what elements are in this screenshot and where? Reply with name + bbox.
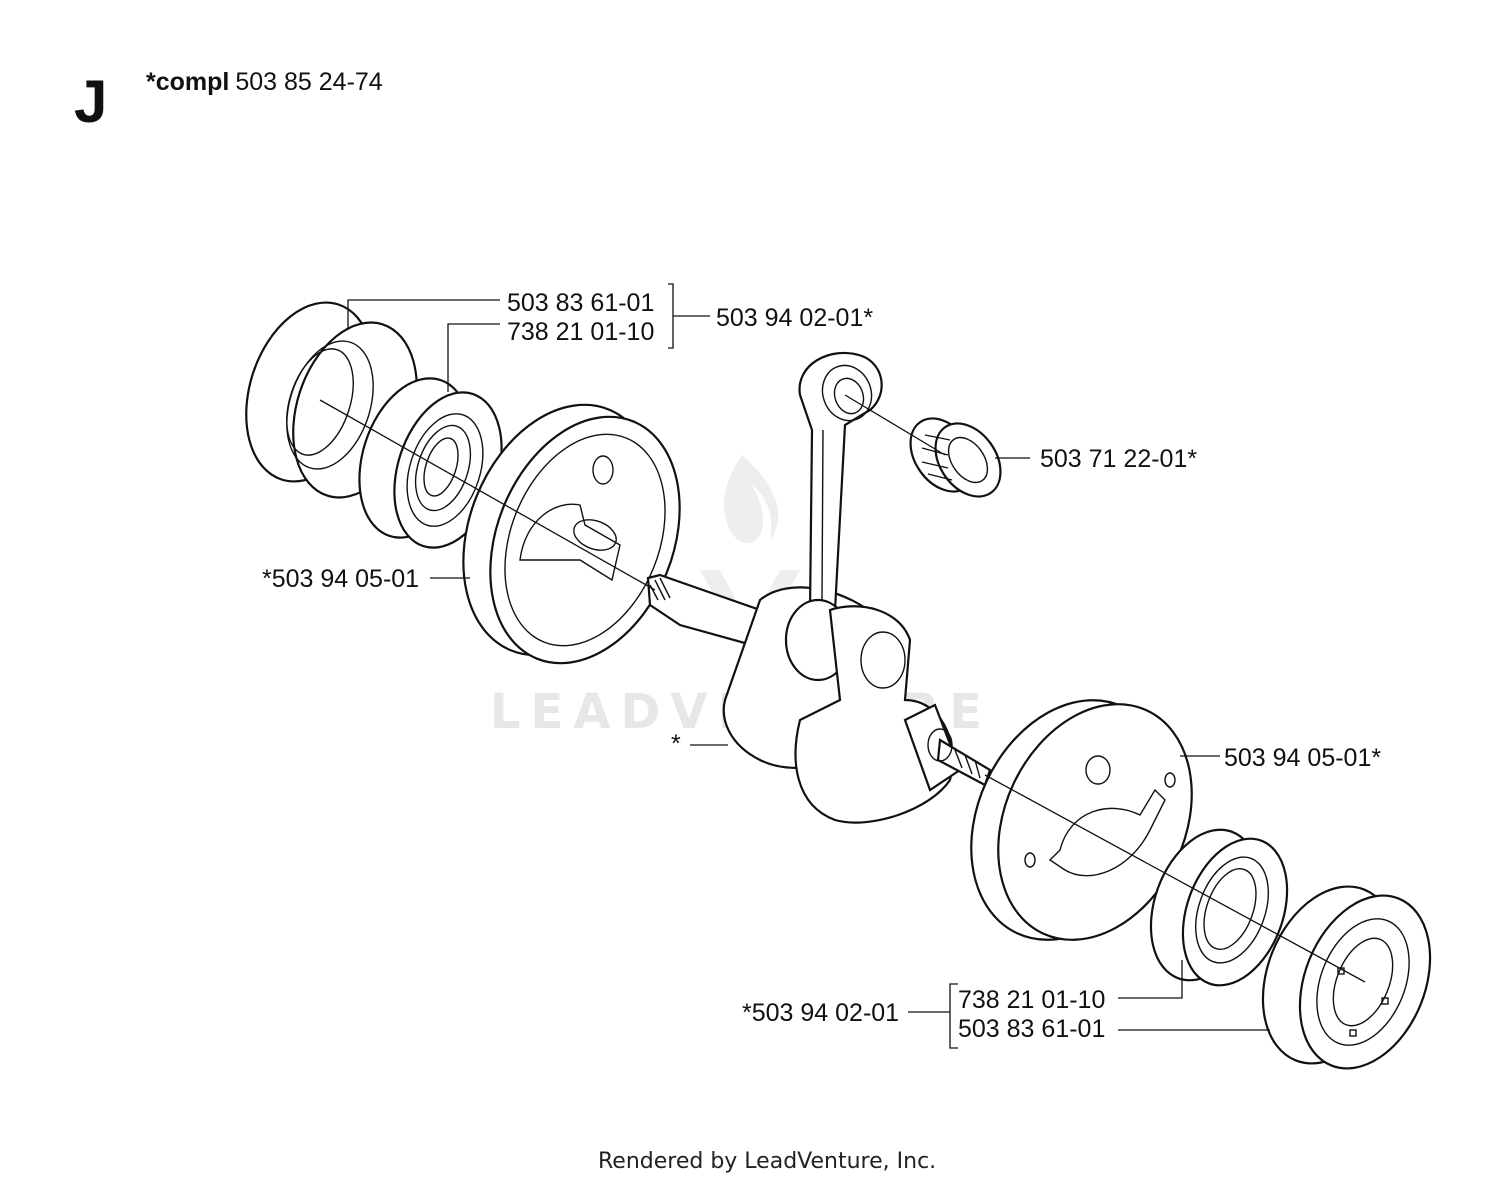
- compl-prefix: *compl: [146, 68, 229, 96]
- compl-number: 503 85 24-74: [235, 68, 382, 96]
- assembly-axis-lines: [319, 394, 1366, 983]
- callout-bearing-ring-bottom[interactable]: 503 83 61-01: [958, 1015, 1105, 1043]
- callout-ball-bearing-top[interactable]: 738 21 01-10: [507, 318, 654, 346]
- flywheel-half-left[interactable]: [428, 376, 715, 692]
- callout-flywheel-half-right[interactable]: 503 94 05-01*: [1224, 744, 1381, 772]
- crankshaft[interactable]: [646, 351, 992, 824]
- callout-ball-bearing-bottom[interactable]: 738 21 01-10: [958, 986, 1105, 1014]
- footer-credit: Rendered by LeadVenture, Inc.: [598, 1149, 936, 1174]
- callout-flywheel-half-left[interactable]: *503 94 05-01: [262, 565, 419, 593]
- section-letter: J: [74, 68, 107, 135]
- callout-bearing-kit-top[interactable]: 503 94 02-01*: [716, 304, 873, 332]
- leader-lines: [347, 283, 1270, 1049]
- callout-crankshaft[interactable]: *: [671, 730, 681, 758]
- ball-bearing-bottom[interactable]: [1131, 815, 1306, 1000]
- needle-bearing[interactable]: [897, 406, 1014, 509]
- bearing-ring-bottom[interactable]: [1238, 866, 1454, 1087]
- callout-needle-bearing[interactable]: 503 71 22-01*: [1040, 445, 1197, 473]
- flywheel-half-right[interactable]: [934, 668, 1229, 972]
- callout-bearing-ring-top[interactable]: 503 83 61-01: [507, 289, 654, 317]
- callout-bearing-kit-bottom[interactable]: *503 94 02-01: [742, 999, 899, 1027]
